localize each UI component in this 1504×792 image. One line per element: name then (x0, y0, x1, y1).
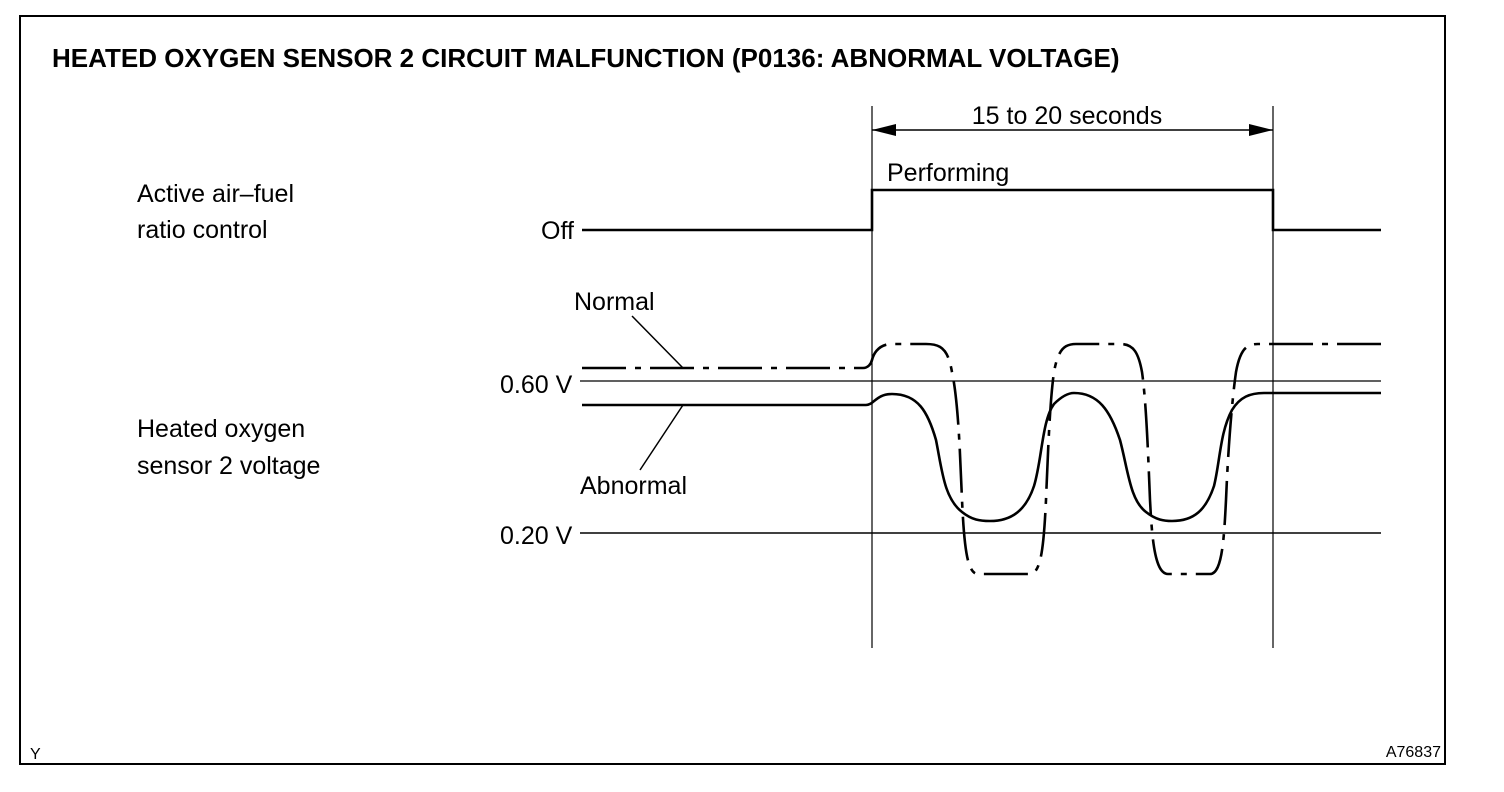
voltage-low-label: 0.20 V (500, 522, 573, 550)
performing-label: Performing (887, 159, 1009, 187)
sensor-label-line1: Heated oxygen (137, 415, 305, 443)
diagram-title: HEATED OXYGEN SENSOR 2 CIRCUIT MALFUNCTI… (52, 43, 1120, 73)
off-label: Off (541, 217, 574, 245)
normal-leader (631, 315, 684, 369)
control-label-line2: ratio control (137, 216, 268, 244)
control-label-line1: Active air–fuel (137, 180, 294, 208)
voltage-high-label: 0.60 V (500, 371, 573, 399)
abnormal-leader (639, 404, 684, 471)
abnormal-waveform (582, 391, 1381, 523)
diagram-frame (19, 15, 1446, 765)
control-signal-line (582, 188, 1381, 232)
normal-label: Normal (574, 288, 655, 316)
normal-waveform (582, 342, 1381, 576)
corner-code-left: Y (30, 746, 41, 763)
duration-label: 15 to 20 seconds (972, 102, 1162, 130)
figure-code: A76837 (1386, 744, 1441, 761)
sensor-label-line2: sensor 2 voltage (137, 452, 320, 480)
abnormal-label: Abnormal (580, 472, 687, 500)
